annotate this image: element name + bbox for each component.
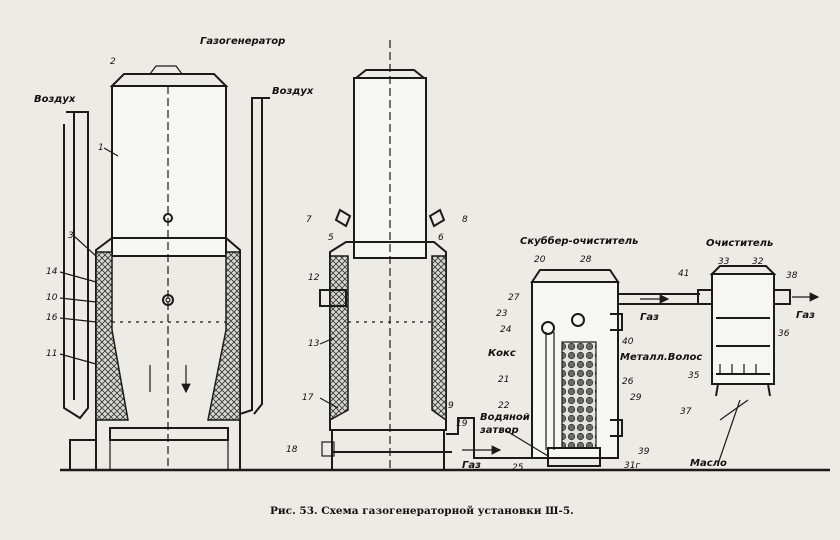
part-number: 13 (308, 339, 320, 349)
title-gas-generator: Газогенератор (200, 36, 285, 47)
gas-generator-middle (319, 40, 452, 471)
part-number: 6 (438, 233, 444, 243)
scrubber-cleaner (530, 269, 623, 467)
gas-pipe-2 (618, 293, 700, 305)
cleaner-shell (711, 273, 775, 385)
part-number: 26 (622, 377, 634, 387)
lining-right (207, 251, 241, 421)
leader-lines (59, 147, 749, 465)
part-number: 1 (98, 143, 104, 153)
label-gas-1: Газ (462, 460, 481, 471)
title-scrubber: Скуббер-очиститель (520, 235, 638, 247)
label-coke: Кокс (488, 348, 516, 359)
part-number: 38 (786, 271, 798, 281)
part-number: 5 (328, 233, 334, 243)
part-number: 19 (456, 419, 468, 429)
label-water-seal-1: Водяной (480, 412, 530, 423)
part-number: 7 (306, 215, 312, 225)
air-pipe-right (239, 97, 270, 415)
part-number: 20 (534, 255, 546, 265)
part-number: 23 (496, 309, 508, 319)
part-number: 14 (46, 267, 58, 277)
air-pipe-left (63, 111, 89, 420)
figure-caption: Рис. 53. Схема газогенераторной установк… (270, 505, 574, 517)
label-gas-2: Газ (640, 312, 659, 323)
label-metal-wool: Металл.Волос (620, 352, 702, 363)
gas-pipe-1 (446, 417, 540, 459)
part-number: 11 (46, 349, 57, 359)
part-number: 31г (624, 461, 640, 471)
lining-left (95, 251, 129, 421)
part-number: 12 (308, 273, 320, 283)
part-number: 8 (462, 215, 468, 225)
part-numbers: 1 2 3 5 6 7 8 14 10 16 11 12 13 17 18 19… (46, 57, 798, 473)
part-number: 36 (778, 329, 790, 339)
part-number: 10 (46, 293, 58, 303)
part-number: 18 (286, 445, 298, 455)
part-number: 2 (110, 57, 116, 67)
part-number: 22 (498, 401, 510, 411)
part-number: 39 (638, 447, 650, 457)
part-number: 3 (68, 231, 74, 241)
part-number: 32 (752, 257, 764, 267)
part-number: 29 (630, 393, 642, 403)
part-number: 24 (500, 325, 512, 335)
title-cleaner: Очиститель (706, 238, 773, 249)
part-number: 41 (678, 269, 689, 279)
label-gas-3: Газ (796, 310, 815, 321)
part-number: 33 (718, 257, 730, 267)
label-water-seal-2: затвор (479, 425, 519, 436)
part-number: 9 (448, 401, 454, 411)
coke-bed (561, 341, 597, 449)
generator-lid (109, 73, 229, 87)
part-number: 27 (508, 293, 520, 303)
label-air-right: Воздух (272, 86, 314, 97)
lining-left (329, 255, 349, 422)
part-number: 25 (512, 463, 524, 473)
label-air-left: Воздух (34, 94, 76, 105)
part-number: 16 (46, 313, 58, 323)
part-number: 40 (622, 337, 634, 347)
part-number: 28 (580, 255, 592, 265)
part-number: 21 (498, 375, 509, 385)
cleaner (697, 265, 820, 397)
label-oil: Масло (690, 458, 727, 469)
part-number: 37 (680, 407, 692, 417)
generator-shell (111, 85, 227, 257)
part-number: 17 (302, 393, 314, 403)
lining-right (431, 255, 447, 422)
part-number: 35 (688, 371, 700, 381)
gas-generator-left (63, 65, 270, 471)
